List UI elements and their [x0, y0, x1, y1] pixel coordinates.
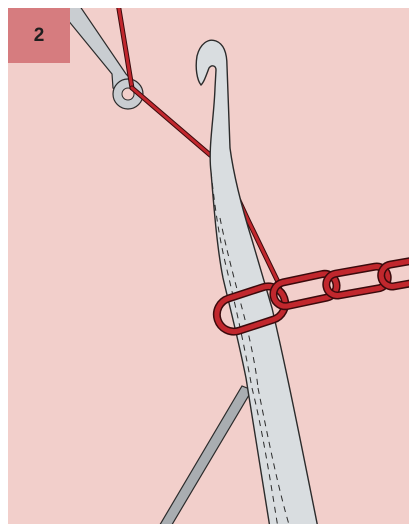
- crochet-hook-icon: [195, 39, 318, 524]
- crochet-illustration: [57, 8, 409, 524]
- instruction-panel: 2: [8, 8, 409, 524]
- second-needle-icon: [159, 385, 253, 524]
- step-number-badge: 2: [8, 8, 70, 63]
- chain-stitches-icon: [212, 255, 409, 336]
- upper-tool-icon: [57, 8, 144, 110]
